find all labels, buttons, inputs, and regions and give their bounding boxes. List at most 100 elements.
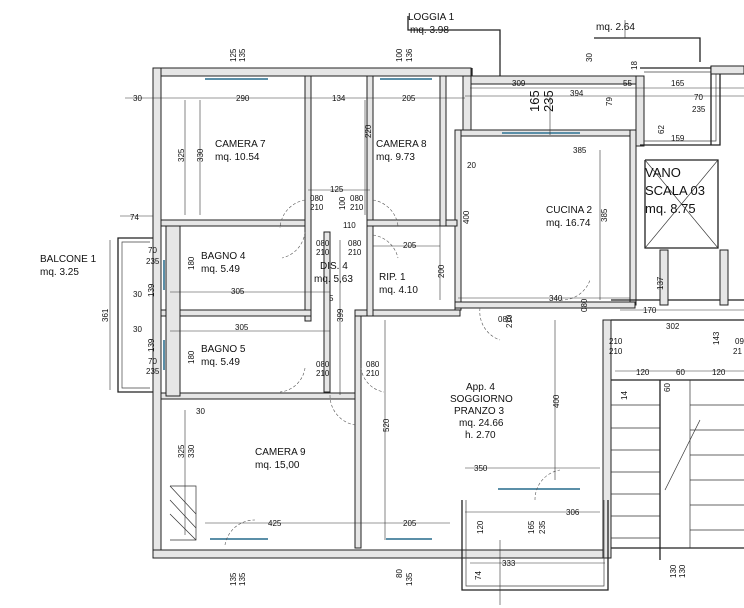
dim-label: 70	[148, 357, 157, 366]
dim-label: 09	[735, 337, 744, 346]
dim-label: 399	[336, 308, 345, 322]
dim-label: 135	[405, 572, 414, 586]
cucina-area: mq. 16.74	[546, 218, 591, 229]
dim-label: 080	[498, 315, 512, 324]
dim-label: 220	[364, 124, 373, 138]
dim-label: 080	[310, 194, 324, 203]
camera7-area: mq. 10.54	[215, 152, 260, 163]
dim-label: 180	[187, 350, 196, 364]
stairs	[169, 380, 744, 548]
dim-label: 79	[605, 97, 614, 106]
dim-label: 385	[600, 208, 609, 222]
dim-label: 165	[527, 520, 536, 534]
dim-label: 70	[148, 246, 157, 255]
soggiorno-height: h. 2.70	[465, 430, 496, 441]
dim-label: 205	[403, 519, 417, 528]
soggiorno-line1: App. 4	[466, 382, 495, 393]
dimension-lines	[109, 20, 744, 605]
dis-name: DIS. 4	[320, 261, 348, 272]
dim-label: 306	[566, 508, 580, 517]
camera9-name: CAMERA 9	[255, 447, 306, 458]
dim-label: 30	[585, 53, 594, 62]
dim-label: 70	[694, 93, 703, 102]
balcone-name: BALCONE 1	[40, 254, 97, 265]
vano-area: mq. 8.75	[645, 201, 696, 216]
bagno5-area: mq. 5.49	[201, 357, 240, 368]
dim-label: 309	[512, 79, 526, 88]
dim-label: 62	[657, 125, 666, 134]
dim-label: 235	[541, 90, 556, 112]
dim-label: 135	[238, 572, 247, 586]
dim-label: 330	[187, 444, 196, 458]
dim-label: 330	[196, 148, 205, 162]
dim-label: 205	[402, 94, 416, 103]
dim-label: 100	[338, 196, 347, 210]
dim-label: 385	[573, 146, 587, 155]
dim-label: 080	[580, 298, 589, 312]
dim-label: 350	[474, 464, 488, 473]
dim-label: 080	[316, 239, 330, 248]
dim-label: 210	[609, 347, 623, 356]
soggiorno-line3: PRANZO 3	[454, 406, 504, 417]
dim-label: 60	[663, 383, 672, 392]
dim-label: 080	[316, 360, 330, 369]
dim-label: 165	[671, 79, 685, 88]
rip-area: mq. 4.10	[379, 285, 418, 296]
dim-label: 235	[692, 105, 706, 114]
dim-label: 235	[146, 367, 160, 376]
vano-line1: VANO	[645, 165, 681, 180]
dim-label: 400	[462, 210, 471, 224]
dim-label: 125	[330, 185, 344, 194]
loggia-area: mq. 3.98	[410, 25, 449, 36]
dim-label: 135	[229, 572, 238, 586]
camera9-area: mq. 15,00	[255, 460, 300, 471]
windows	[163, 78, 580, 540]
dim-label: 235	[146, 257, 160, 266]
dim-label: 290	[236, 94, 250, 103]
dim-label: 210	[609, 337, 623, 346]
dim-label: 139	[147, 338, 156, 352]
dim-label: 139	[147, 283, 156, 297]
dim-label: 135	[238, 48, 247, 62]
dim-label: 30	[133, 325, 142, 334]
bagno4-name: BAGNO 4	[201, 251, 246, 262]
top-right-area: mq. 2.64	[596, 22, 635, 33]
dim-label: 520	[382, 418, 391, 432]
balcone-area: mq. 3.25	[40, 267, 79, 278]
dim-label: 325	[177, 148, 186, 162]
dim-label: 30	[133, 290, 142, 299]
dim-label: 100	[395, 48, 404, 62]
walls	[117, 16, 744, 591]
bagno4-area: mq. 5.49	[201, 264, 240, 275]
dim-label: 080	[348, 239, 362, 248]
dim-label: 159	[671, 134, 685, 143]
dim-label: 210	[316, 369, 330, 378]
dim-label: 134	[332, 94, 346, 103]
dim-label: 080	[366, 360, 380, 369]
dim-label: 210	[310, 203, 324, 212]
rip-name: RIP. 1	[379, 272, 406, 283]
dim-label: 235	[538, 520, 547, 534]
dim-label: 425	[268, 519, 282, 528]
dim-label: 210	[348, 248, 362, 257]
dim-label: 333	[502, 559, 516, 568]
dim-label: 340	[549, 294, 563, 303]
dim-label: 125	[229, 48, 238, 62]
dim-label: 137	[656, 276, 665, 290]
dim-label: 130	[669, 564, 678, 578]
soggiorno-area: mq. 24.66	[459, 418, 504, 429]
dim-label: 210	[316, 248, 330, 257]
dim-label: 305	[231, 287, 245, 296]
soggiorno-line2: SOGGIORNO	[450, 394, 513, 405]
camera8-area: mq. 9.73	[376, 152, 415, 163]
bagno5-name: BAGNO 5	[201, 344, 246, 355]
dim-label: 120	[476, 520, 485, 534]
dim-label: 80	[395, 569, 404, 578]
dim-label: 55	[623, 79, 632, 88]
dim-label: 18	[630, 61, 639, 70]
dim-label: 165	[527, 90, 542, 112]
cucina-name: CUCINA 2	[546, 205, 593, 216]
door-swings	[224, 199, 591, 546]
dim-label: 120	[636, 368, 650, 377]
